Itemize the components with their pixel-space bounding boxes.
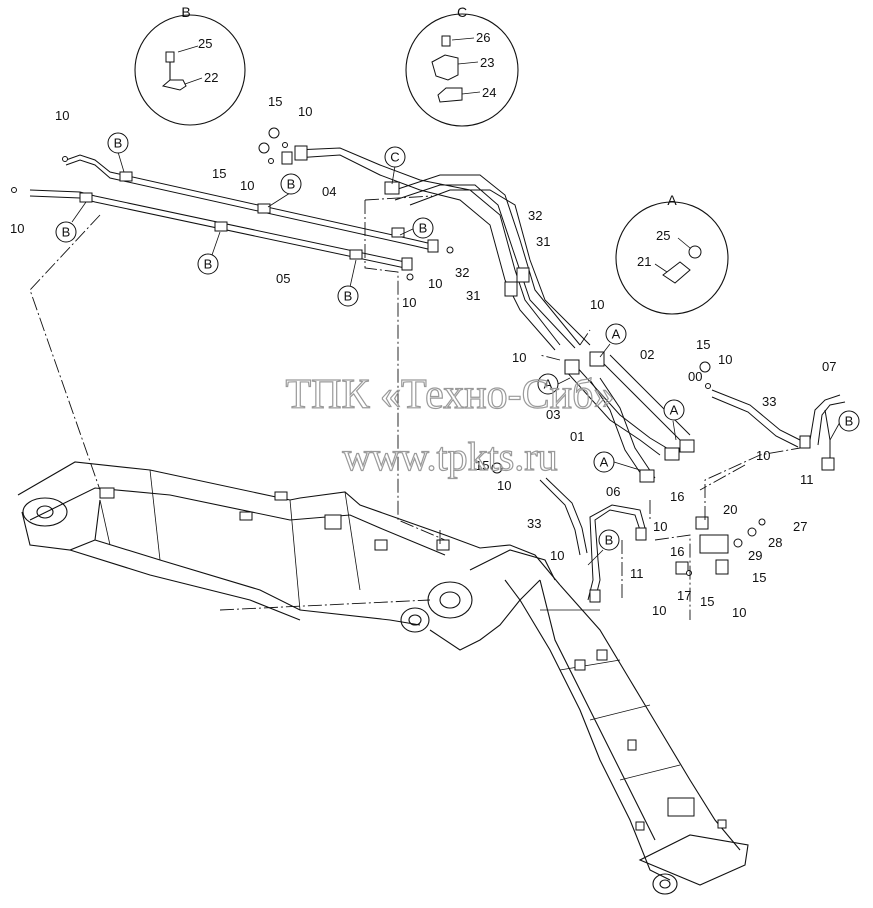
detail-view-c: C 26 23 24 xyxy=(405,4,519,127)
svg-text:B: B xyxy=(344,289,353,304)
detail-c-part-2: 23 xyxy=(480,55,494,70)
detail-c-letter: C xyxy=(457,4,467,20)
detail-a-part-2: 21 xyxy=(637,254,651,269)
callout-b-4: B xyxy=(197,231,221,275)
svg-text:C: C xyxy=(390,150,399,165)
callout-b-1: B xyxy=(107,132,129,173)
callout-b-5: B xyxy=(337,259,359,307)
part-label: 28 xyxy=(768,535,782,550)
svg-text:B: B xyxy=(605,533,614,548)
part-label: 20 xyxy=(723,502,737,517)
detail-b-letter: B xyxy=(181,4,190,20)
part-label: 10 xyxy=(428,276,442,291)
detail-a-part-1: 25 xyxy=(656,228,670,243)
detail-c-part-3: 24 xyxy=(482,85,496,100)
part-label: 10 xyxy=(402,295,416,310)
part-label: 10 xyxy=(732,605,746,620)
callout-b-3: B xyxy=(55,201,87,243)
part-label: 10 xyxy=(590,297,604,312)
detail-b-part-2: 22 xyxy=(204,70,218,85)
detail-b-part-1: 25 xyxy=(198,36,212,51)
part-label: 00 xyxy=(688,369,702,384)
callout-a-1: A xyxy=(599,323,627,358)
part-label: 29 xyxy=(748,548,762,563)
part-label: 31 xyxy=(536,234,550,249)
part-label: 33 xyxy=(527,516,541,531)
part-label: 11 xyxy=(800,472,814,487)
detail-view-a: A 25 21 xyxy=(615,192,729,315)
pipe-lines xyxy=(11,127,846,603)
callout-b-7: B xyxy=(829,410,860,441)
svg-text:B: B xyxy=(114,136,123,151)
part-label: 16 xyxy=(670,489,684,504)
part-label: 06 xyxy=(606,484,620,499)
part-label: 11 xyxy=(630,566,644,581)
watermark: ТПК «Техно-Сиб» www.tpkts.ru xyxy=(285,371,615,479)
part-label: 32 xyxy=(528,208,542,223)
svg-text:A: A xyxy=(612,327,621,342)
part-label: 10 xyxy=(55,108,69,123)
svg-text:A: A xyxy=(670,403,679,418)
part-label: 04 xyxy=(322,184,336,199)
part-label: 10 xyxy=(512,350,526,365)
part-label: 10 xyxy=(652,603,666,618)
part-label: 10 xyxy=(497,478,511,493)
svg-text:A: A xyxy=(600,455,609,470)
part-label: 10 xyxy=(550,548,564,563)
callout-b-2: B xyxy=(267,173,302,208)
part-label: 31 xyxy=(466,288,480,303)
part-label: 17 xyxy=(677,588,691,603)
part-label: 10 xyxy=(653,519,667,534)
callout-b-8: B xyxy=(587,529,620,566)
svg-text:B: B xyxy=(62,225,71,240)
part-label: 15 xyxy=(752,570,766,585)
part-label: 10 xyxy=(240,178,254,193)
part-label: 10 xyxy=(298,104,312,119)
part-label: 10 xyxy=(756,448,770,463)
part-label: 01 xyxy=(570,429,584,444)
watermark-company: ТПК «Техно-Сиб» xyxy=(286,372,615,418)
svg-text:B: B xyxy=(419,221,428,236)
detail-a-letter: A xyxy=(667,192,677,208)
part-label: 07 xyxy=(822,359,836,374)
svg-text:B: B xyxy=(287,177,296,192)
detail-c-part-1: 26 xyxy=(476,30,490,45)
part-label: 27 xyxy=(793,519,807,534)
part-label: 15 xyxy=(475,458,489,473)
watermark-url: www.tpkts.ru xyxy=(342,434,557,479)
part-label: 15 xyxy=(700,594,714,609)
part-label: 03 xyxy=(546,407,560,422)
svg-text:A: A xyxy=(544,377,553,392)
detail-view-b: B 25 22 xyxy=(134,4,246,126)
boom-drawing xyxy=(17,461,749,895)
callout-a-2: A xyxy=(537,373,571,395)
part-label: 15 xyxy=(696,337,710,352)
svg-text:B: B xyxy=(845,414,854,429)
part-label: 10 xyxy=(10,221,24,236)
callout-a-4: A xyxy=(593,451,641,473)
reference-lines xyxy=(29,195,801,620)
callout-bubbles: B B B B B B C xyxy=(55,132,860,566)
callout-c: C xyxy=(384,146,406,185)
part-label: 15 xyxy=(268,94,282,109)
part-label: 10 xyxy=(718,352,732,367)
svg-text:B: B xyxy=(204,257,213,272)
callout-b-6: B xyxy=(399,217,434,239)
part-label: 16 xyxy=(670,544,684,559)
callout-a-3: A xyxy=(663,399,685,441)
part-label: 33 xyxy=(762,394,776,409)
part-label: 32 xyxy=(455,265,469,280)
part-label: 15 xyxy=(212,166,226,181)
part-labels: 10 10 15 10 15 10 04 05 10 10 32 31 32 31 10 10 02 00 03 01… xyxy=(10,94,836,620)
part-label: 02 xyxy=(640,347,654,362)
part-label: 05 xyxy=(276,271,290,286)
